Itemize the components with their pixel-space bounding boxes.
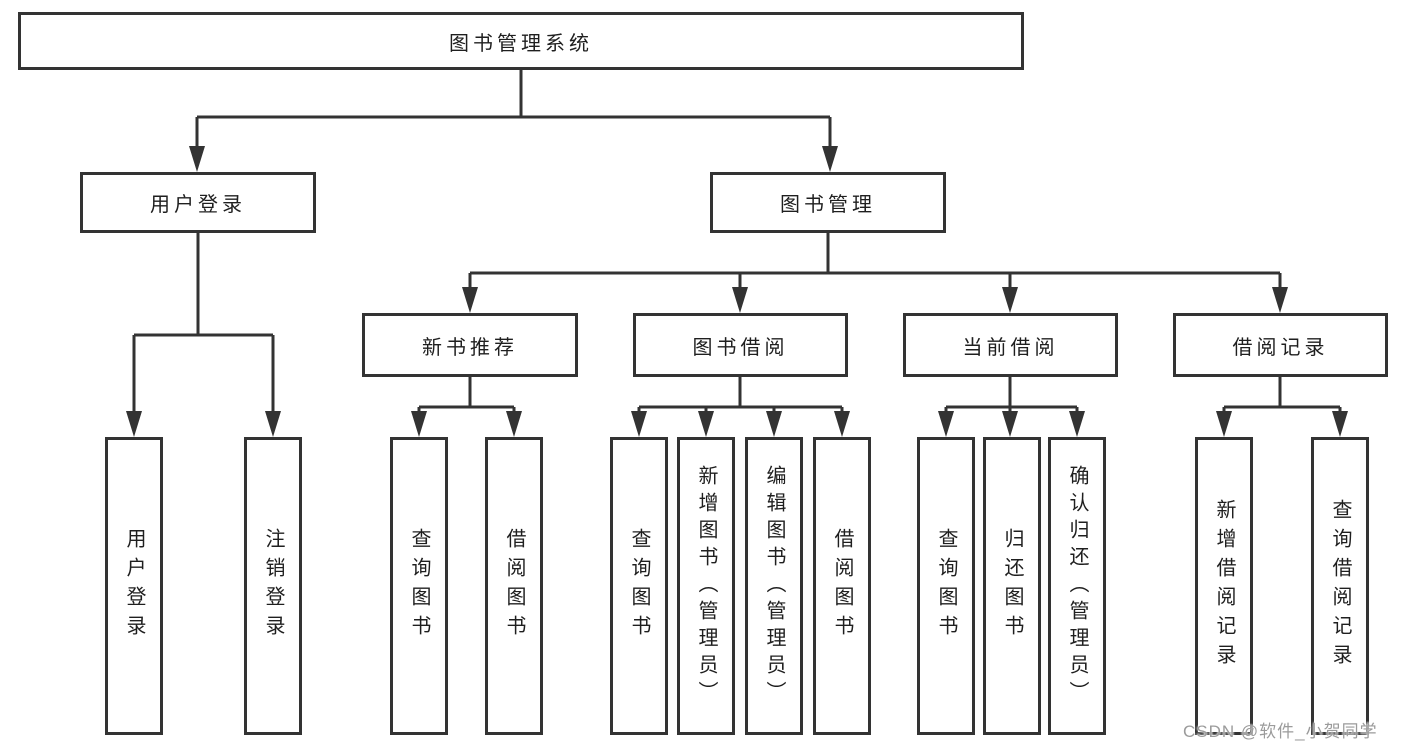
node-query-books-borrow: 查询图书 [610,437,668,735]
node-borrow-books: 借阅图书 [813,437,871,735]
node-user-login: 用户登录 [80,172,316,233]
node-user-login-leaf: 用户登录 [105,437,163,735]
csdn-watermark: CSDN @软件_小贺同学 [1183,722,1378,741]
node-book-management: 图书管理 [710,172,946,233]
node-confirm-return-admin: 确认归还（管理员） [1048,437,1106,735]
node-library-management-system: 图书管理系统 [18,12,1024,70]
node-borrow-books-recommend: 借阅图书 [485,437,543,735]
node-query-books-current: 查询图书 [917,437,975,735]
node-add-books-admin: 新增图书（管理员） [677,437,735,735]
node-logout-leaf: 注销登录 [244,437,302,735]
node-return-books: 归还图书 [983,437,1041,735]
node-book-borrowing: 图书借阅 [633,313,848,377]
node-borrowing-records: 借阅记录 [1173,313,1388,377]
node-edit-books-admin: 编辑图书（管理员） [745,437,803,735]
node-query-borrow-record: 查询借阅记录 [1311,437,1369,735]
node-query-books-recommend: 查询图书 [390,437,448,735]
node-current-borrowing: 当前借阅 [903,313,1118,377]
node-new-book-recommendation: 新书推荐 [362,313,578,377]
node-add-borrow-record: 新增借阅记录 [1195,437,1253,735]
